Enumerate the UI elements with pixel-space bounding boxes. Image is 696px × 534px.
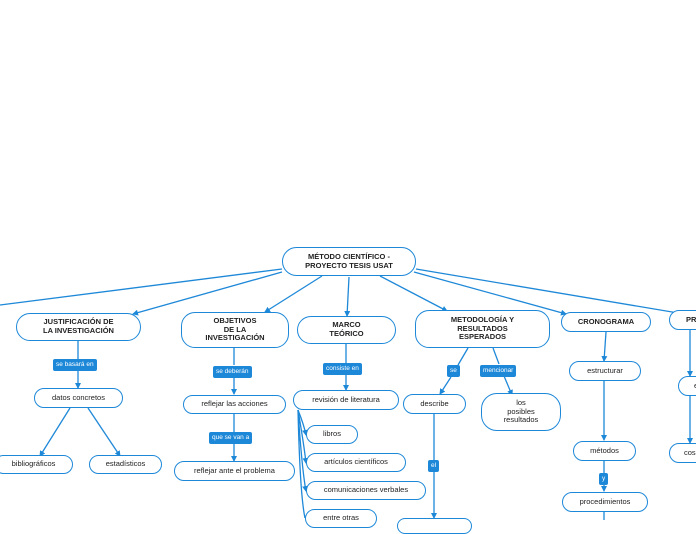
branch-presupuesto[interactable]: PR — [669, 310, 696, 330]
branch-metodologia[interactable]: METODOLOGÍA Y RESULTADOS ESPERADOS — [415, 310, 550, 348]
node-describe[interactable]: describe — [403, 394, 466, 414]
node-posibles-resultados[interactable]: los posibles resultados — [481, 393, 561, 431]
link-label-se: se — [447, 365, 460, 377]
link-label-y: y — [599, 473, 609, 485]
node-reflejar-acciones[interactable]: reflejar las acciones — [183, 395, 286, 414]
node-estadisticos[interactable]: estadísticos — [89, 455, 162, 474]
node-comunicaciones-verbales[interactable]: comunicaciones verbales — [306, 481, 426, 500]
node-reflejar-problema[interactable]: reflejar ante el problema — [174, 461, 295, 481]
branch-cronograma[interactable]: CRONOGRAMA — [561, 312, 651, 332]
node-entre-otras[interactable]: entre otras — [305, 509, 377, 528]
node-estructurar[interactable]: estructurar — [569, 361, 641, 381]
node-procedimientos[interactable]: procedimientos — [562, 492, 648, 512]
link-label-el: el — [428, 460, 440, 472]
link-label-mencionar: mencionar — [480, 365, 517, 377]
node-presupuesto-child-2[interactable]: cos — [669, 443, 696, 463]
root-node[interactable]: MÉTODO CIENTÍFICO - PROYECTO TESIS USAT — [282, 247, 416, 276]
connector-lines — [0, 268, 696, 520]
branch-objetivos[interactable]: OBJETIVOS DE LA INVESTIGACIÓN — [181, 312, 289, 348]
mind-map-canvas: MÉTODO CIENTÍFICO - PROYECTO TESIS USAT … — [0, 247, 696, 534]
branch-justificacion[interactable]: JUSTIFICACIÓN DE LA INVESTIGACIÓN — [16, 313, 141, 341]
node-metodologia-hidden[interactable] — [397, 518, 472, 534]
node-datos-concretos[interactable]: datos concretos — [34, 388, 123, 408]
node-bibliograficos[interactable]: bibliográficos — [0, 455, 73, 474]
link-label-que-se-van-a: que se van a — [209, 432, 253, 444]
node-libros[interactable]: libros — [306, 425, 358, 444]
node-articulos-cientificos[interactable]: artículos científicos — [306, 453, 406, 472]
node-metodos[interactable]: métodos — [573, 441, 636, 461]
node-revision-literatura[interactable]: revisión de literatura — [293, 390, 399, 410]
node-presupuesto-child-1[interactable]: e — [678, 376, 696, 396]
link-label-se-deberan: se deberán — [213, 366, 252, 378]
branch-marco-teorico[interactable]: MARCO TEÓRICO — [297, 316, 396, 344]
link-label-consiste-en: consiste en — [323, 363, 362, 375]
link-label-se-basara-en: se basará en — [53, 359, 97, 371]
